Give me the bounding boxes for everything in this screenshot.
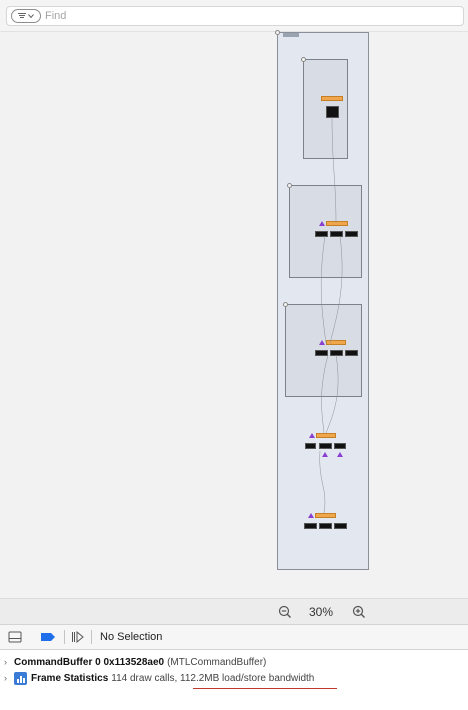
- command-buffer-type: (MTLCommandBuffer): [167, 656, 267, 668]
- step-icon: [72, 631, 84, 643]
- dependency-viewer-canvas[interactable]: [0, 30, 468, 598]
- zoom-in-icon: [352, 605, 365, 618]
- encoder-node[interactable]: [301, 57, 348, 159]
- texture-thumbnail[interactable]: [326, 106, 339, 118]
- warning-icon: [322, 452, 328, 457]
- frame-statistics-name: Frame Statistics: [31, 672, 109, 684]
- warning-icon: [308, 513, 314, 518]
- panel-toggle-button[interactable]: [2, 627, 28, 647]
- disclosure-chevron-icon[interactable]: ›: [4, 673, 7, 683]
- disclosure-chevron-icon[interactable]: ›: [4, 657, 7, 667]
- pass-label: [326, 340, 346, 345]
- graph-title: [283, 33, 299, 37]
- pass-label: [315, 513, 336, 518]
- selection-label: No Selection: [100, 631, 163, 643]
- texture-thumbnail[interactable]: [319, 523, 332, 529]
- zoom-bar: 30%: [0, 598, 468, 624]
- texture-thumbnail[interactable]: [319, 443, 332, 449]
- pass-label: [321, 96, 343, 101]
- texture-thumbnail[interactable]: [330, 231, 343, 237]
- texture-thumbnail[interactable]: [345, 350, 358, 356]
- command-buffer-name: CommandBuffer 0 0x113528ae0: [14, 656, 165, 668]
- filter-menu-button[interactable]: [11, 9, 41, 23]
- outline-view: › CommandBuffer 0 0x113528ae0 (MTLComman…: [0, 650, 468, 710]
- find-input[interactable]: [45, 10, 445, 22]
- texture-thumbnail[interactable]: [305, 443, 316, 449]
- frame-statistics-icon: [14, 671, 27, 685]
- zoom-in-button[interactable]: [350, 603, 368, 621]
- find-field[interactable]: [6, 6, 464, 26]
- filter-icon: [18, 13, 26, 19]
- texture-thumbnail[interactable]: [315, 350, 328, 356]
- texture-thumbnail[interactable]: [334, 523, 347, 529]
- zoom-out-icon: [278, 605, 291, 618]
- pass-label: [316, 433, 336, 438]
- collapse-icon[interactable]: [275, 30, 280, 35]
- texture-thumbnail[interactable]: [315, 231, 328, 237]
- toolbar-divider: [64, 630, 65, 644]
- warning-icon: [319, 340, 325, 345]
- warning-icon: [337, 452, 343, 457]
- texture-thumbnail[interactable]: [304, 523, 317, 529]
- frame-statistics-summary: 114 draw calls, 112.2MB load/store bandw…: [111, 672, 315, 684]
- warning-icon: [309, 433, 315, 438]
- encoder-node[interactable]: [283, 302, 362, 397]
- texture-thumbnail[interactable]: [330, 350, 343, 356]
- encoder-node[interactable]: [287, 183, 362, 278]
- zoom-level: 30%: [308, 605, 334, 619]
- step-button[interactable]: [69, 627, 87, 647]
- collapse-icon[interactable]: [283, 302, 288, 307]
- frame-statistics-row[interactable]: › Frame Statistics 114 draw calls, 112.2…: [4, 670, 314, 686]
- chevron-down-icon: [28, 13, 34, 19]
- collapse-icon[interactable]: [287, 183, 292, 188]
- texture-thumbnail[interactable]: [345, 231, 358, 237]
- command-buffer-row[interactable]: › CommandBuffer 0 0x113528ae0 (MTLComman…: [4, 654, 266, 670]
- collapse-icon[interactable]: [301, 57, 306, 62]
- find-bar: [0, 0, 468, 32]
- zoom-out-button[interactable]: [276, 603, 294, 621]
- pass-label: [326, 221, 348, 226]
- warning-icon: [319, 221, 325, 226]
- debug-toolbar: No Selection: [0, 624, 468, 650]
- breakpoints-toggle-button[interactable]: [36, 627, 60, 647]
- texture-thumbnail[interactable]: [334, 443, 346, 449]
- bandwidth-underline: [193, 688, 337, 689]
- command-buffer-graph[interactable]: [275, 30, 369, 570]
- breakpoint-icon: [41, 633, 55, 641]
- panel-toggle-icon: [8, 631, 22, 643]
- toolbar-divider: [91, 630, 92, 644]
